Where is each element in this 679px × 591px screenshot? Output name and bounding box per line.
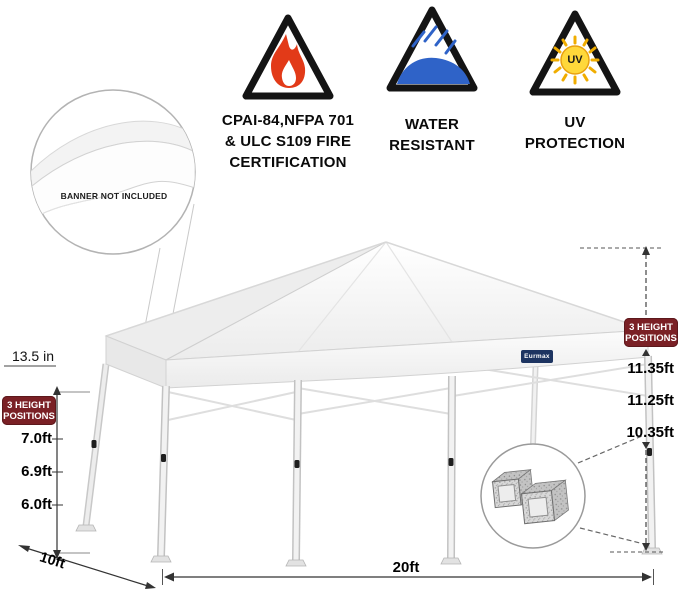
canopy-tent-illustration	[75, 241, 663, 567]
right-height-value-1: 11.35ft	[627, 360, 674, 377]
valance-height-label: 13.5 in	[11, 348, 54, 364]
uv-protection-label: UV PROTECTION	[524, 114, 626, 152]
leg-tube-detail-inset	[480, 435, 643, 549]
square-tube-icon	[491, 468, 569, 525]
width-dimension-label: 20ft	[392, 559, 420, 576]
uv-protection-triangle-icon	[529, 10, 621, 96]
depth-dimension	[18, 545, 156, 589]
right-height-dimension	[580, 246, 664, 553]
right-height-value-2: 11.25ft	[627, 392, 674, 409]
water-resistant-label: WATER RESISTANT	[389, 116, 475, 154]
right-height-value-3: 10.35ft	[626, 424, 674, 441]
brand-logo: Eurmax	[521, 350, 553, 363]
left-height-value-1: 7.0ft	[21, 430, 52, 447]
sun-rays	[550, 35, 600, 85]
width-dimension	[162, 569, 654, 585]
banner-not-included-note: BANNER NOT INCLUDED	[60, 191, 168, 201]
canopy-legs	[157, 355, 656, 561]
left-height-positions-badge: 3 HEIGHT POSITIONS	[2, 396, 56, 425]
height-adjuster-knobs	[91, 440, 652, 468]
left-height-dimension	[52, 386, 90, 559]
left-height-value-2: 6.9ft	[21, 463, 52, 480]
water-resistant-triangle-icon	[386, 6, 478, 92]
fire-certification-label: CPAI-84,NFPA 701 & ULC S109 FIRE CERTIFI…	[221, 112, 355, 171]
right-height-positions-badge: 3 HEIGHT POSITIONS	[624, 318, 678, 347]
uv-sun-text: UV	[567, 54, 583, 66]
left-height-value-3: 6.0ft	[21, 496, 52, 513]
fire-warning-triangle-icon	[242, 14, 334, 100]
canopy-valance-front	[165, 329, 649, 389]
sun-icon	[560, 45, 590, 75]
valance-detail-inset	[30, 89, 196, 343]
